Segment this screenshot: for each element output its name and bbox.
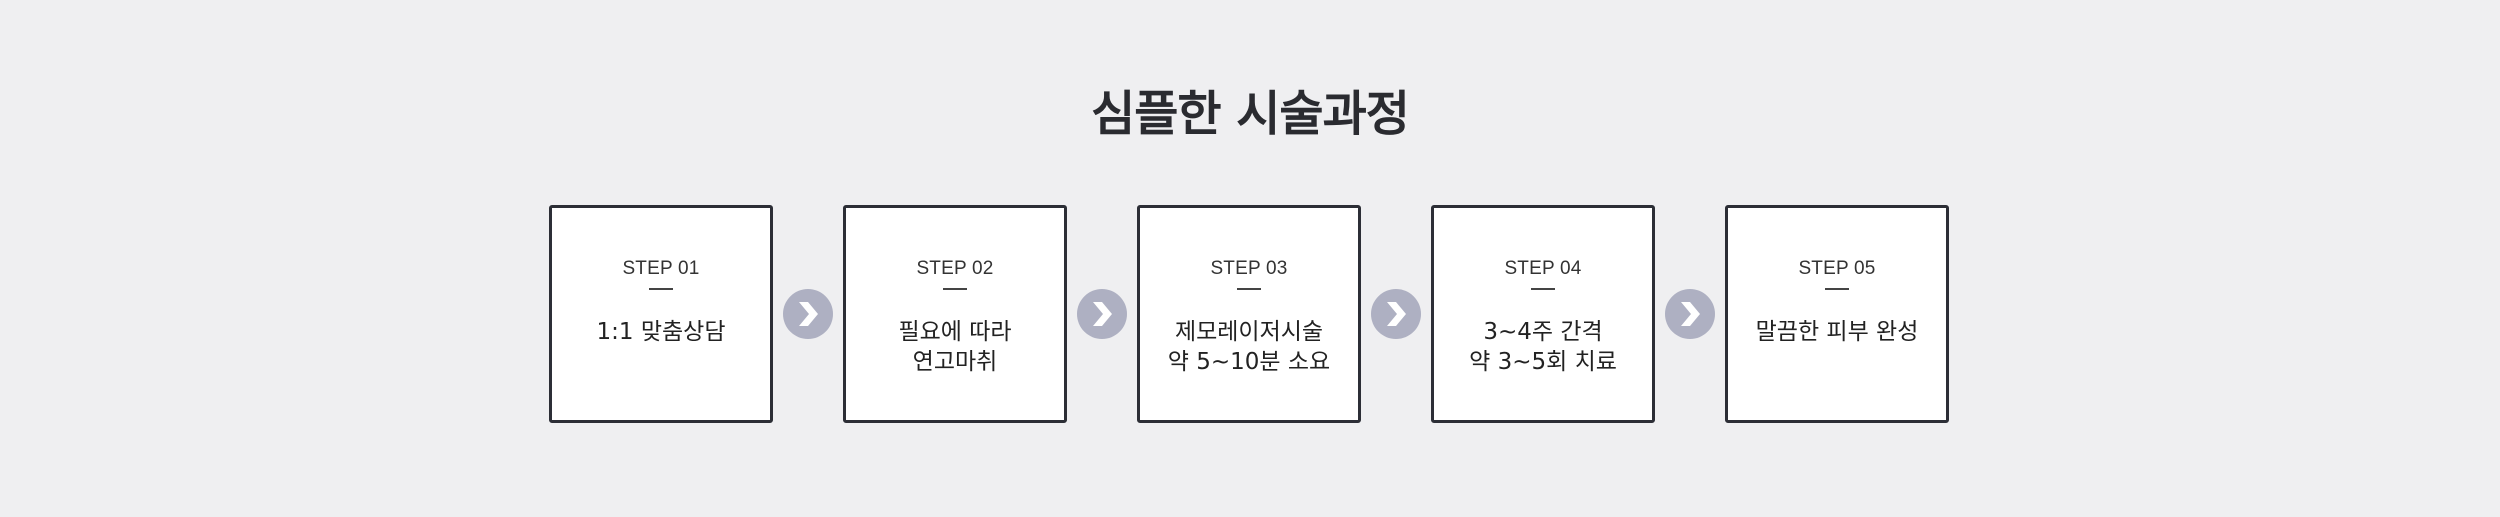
chevron-right-circle-icon	[1371, 289, 1421, 339]
step-label: STEP 04	[1504, 258, 1582, 279]
chevron-right-circle-icon	[1077, 289, 1127, 339]
step-description: 말끔한 피부 완성	[1728, 317, 1946, 347]
chevron-right-circle-icon	[1665, 289, 1715, 339]
step-divider	[943, 288, 967, 290]
step-card-2: STEP 02 필요에 따라 연고마취	[843, 205, 1067, 423]
step-label: STEP 03	[1210, 258, 1288, 279]
step-card-1: STEP 01 1:1 맞춤상담	[549, 205, 773, 423]
step-divider	[649, 288, 673, 290]
page-title: 심플한 시술과정	[1091, 86, 1410, 142]
step-description-line: 연고마취	[912, 349, 998, 375]
step-divider	[1825, 288, 1849, 290]
arrow-1	[773, 205, 843, 423]
step-divider	[1237, 288, 1261, 290]
step-divider	[1531, 288, 1555, 290]
step-description: 3~4주 간격 약 3~5회 치료	[1434, 317, 1652, 377]
arrow-4	[1655, 205, 1725, 423]
step-description-line: 제모레이저시술	[1174, 319, 1324, 345]
step-description-line: 필요에 따라	[898, 319, 1012, 345]
step-card-3: STEP 03 제모레이저시술 약 5~10분 소요	[1137, 205, 1361, 423]
step-description-line: 약 3~5회 치료	[1469, 349, 1617, 375]
chevron-right-circle-icon	[783, 289, 833, 339]
arrow-2	[1067, 205, 1137, 423]
step-description: 필요에 따라 연고마취	[846, 317, 1064, 377]
step-description-line: 약 5~10분 소요	[1167, 349, 1331, 375]
step-description: 1:1 맞춤상담	[552, 317, 770, 347]
step-card-4: STEP 04 3~4주 간격 약 3~5회 치료	[1431, 205, 1655, 423]
step-label: STEP 05	[1798, 258, 1876, 279]
step-description: 제모레이저시술 약 5~10분 소요	[1140, 317, 1358, 377]
step-description-line: 3~4주 간격	[1483, 319, 1603, 345]
step-description-line: 말끔한 피부 완성	[1755, 319, 1919, 345]
process-steps: STEP 01 1:1 맞춤상담 STEP 02 필요에 따라 연고마취 STE…	[549, 203, 1949, 425]
step-label: STEP 02	[916, 258, 994, 279]
arrow-3	[1361, 205, 1431, 423]
step-description-line: 1:1 맞춤상담	[596, 319, 726, 345]
step-card-5: STEP 05 말끔한 피부 완성	[1725, 205, 1949, 423]
step-label: STEP 01	[622, 258, 700, 279]
